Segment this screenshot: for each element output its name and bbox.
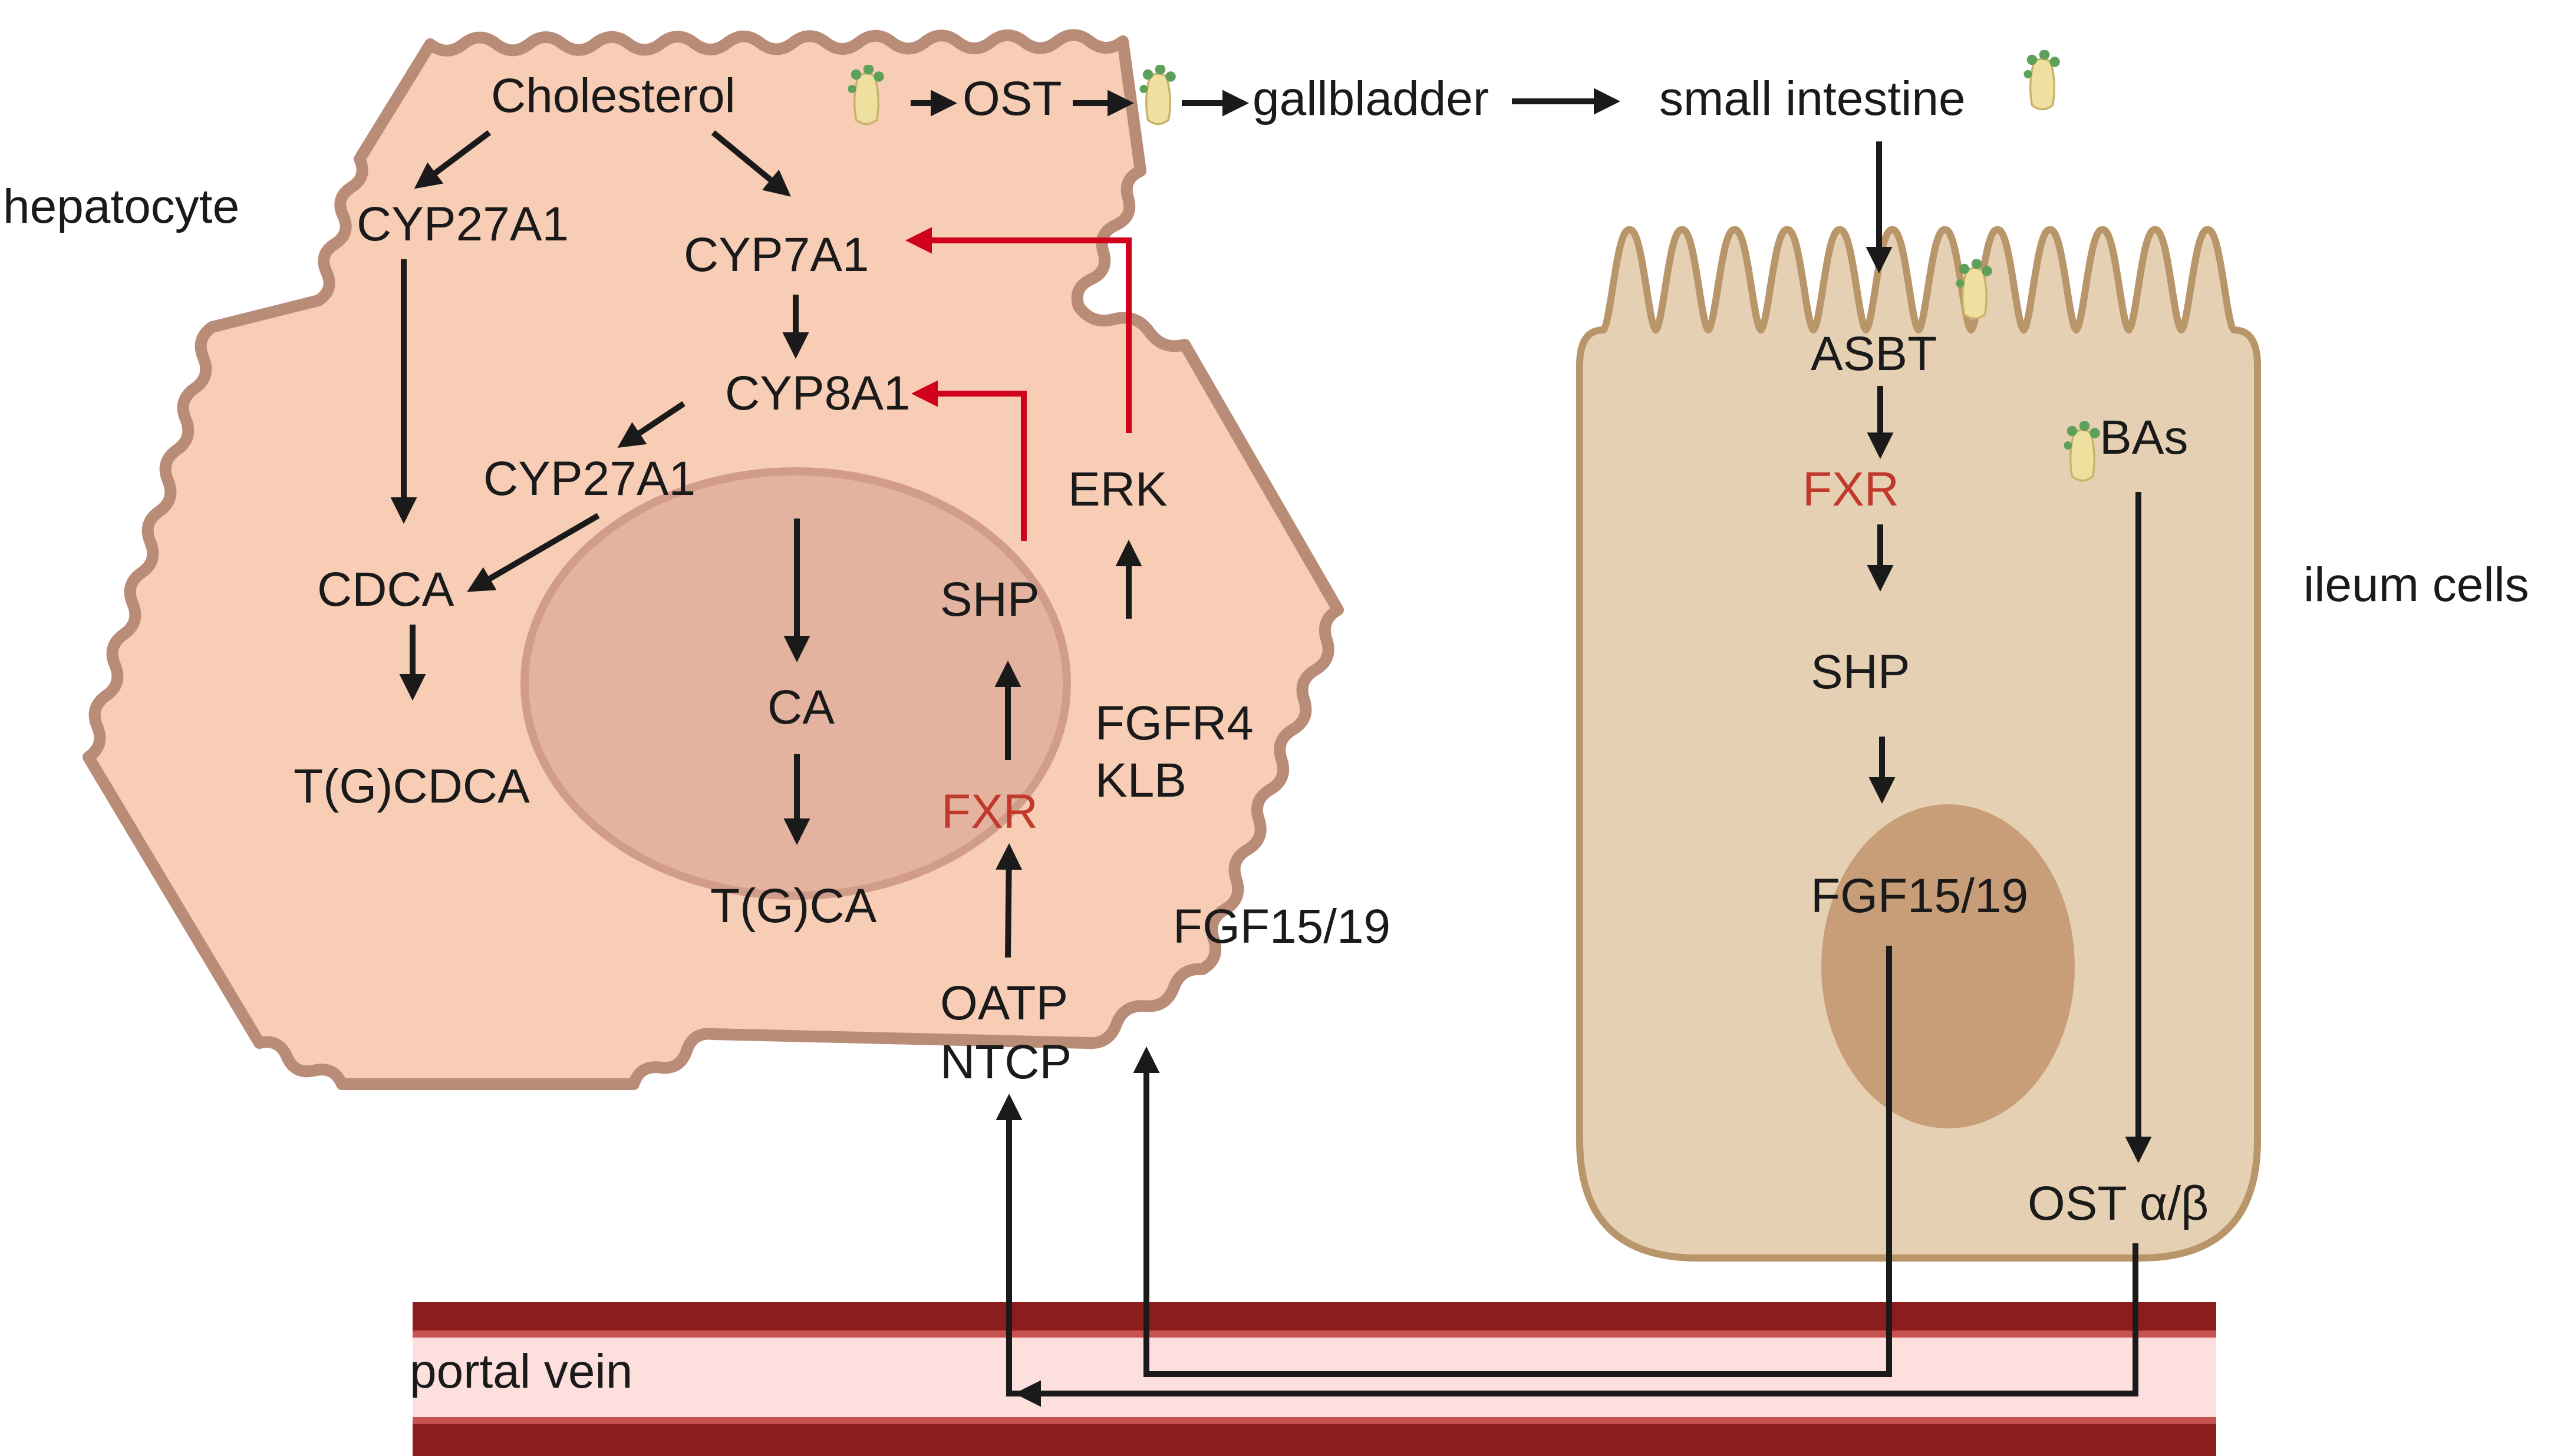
arrow-cholesterol-to-cyp27a1: [414, 130, 491, 189]
bas-label: BAs: [2100, 411, 2188, 464]
bile-acid-icon: [2022, 50, 2061, 111]
bile-acid-icon: [1138, 65, 1177, 126]
fgfr4-label: FGFR4: [1095, 696, 1254, 750]
arrow-ost-to-oatp: [996, 1094, 2138, 1396]
oatp-label: OATP: [940, 976, 1068, 1030]
labels: hepatocyte ileum cells portal vein Chole…: [3, 69, 2529, 1398]
tgcdca-label: T(G)CDCA: [294, 760, 530, 813]
hepatocyte-label: hepatocyte: [3, 180, 239, 233]
shp-ileum-label: SHP: [1811, 645, 1910, 699]
pathway-arrows: [390, 88, 2152, 1407]
fxr-ileum-label: FXR: [1802, 463, 1899, 516]
arrow-oatp-to-fxr: [996, 843, 1023, 958]
cdca-label: CDCA: [317, 563, 454, 616]
portal-vein-label: portal vein: [410, 1345, 632, 1398]
feedback-inhibition-arrows: [905, 227, 1132, 541]
erk-label: ERK: [1068, 463, 1168, 516]
cyp27a1-mid-label: CYP27A1: [483, 452, 696, 506]
arrow-cholesterol-to-cyp7a1: [711, 130, 791, 197]
arrow-erk-to-cyp7a1: [905, 227, 1132, 433]
cyp8a1-label: CYP8A1: [725, 367, 911, 420]
ileum-cell: [1576, 226, 2261, 1262]
ost-label: OST: [963, 72, 1062, 126]
arrow-shp-to-cyp8a1: [911, 380, 1027, 541]
klb-label: KLB: [1095, 754, 1186, 807]
ost-alpha-beta-label: OST α/β: [2028, 1177, 2209, 1230]
ileum-nucleus: [1821, 804, 2075, 1128]
arrow-fgf15-19-to-fgfr4: [1133, 946, 1892, 1377]
hepatocyte-nucleus: [520, 467, 1071, 900]
ileum-membrane: [1576, 226, 2261, 1262]
ileum-cells-label: ileum cells: [2303, 558, 2529, 612]
tgca-label: T(G)CA: [710, 879, 877, 933]
arrow-cyp27a1-to-cdca-2: [467, 513, 600, 592]
gallbladder-label: gallbladder: [1253, 72, 1489, 126]
cyp27a1-left-label: CYP27A1: [357, 197, 569, 251]
portal-vein: [413, 1302, 2216, 1456]
small-intestine-label: small intestine: [1659, 72, 1966, 126]
cholesterol-label: Cholesterol: [491, 69, 736, 123]
fgf15-19-hepatocyte-label: FGF15/19: [1173, 900, 1390, 953]
fgf15-19-ileum-label: FGF15/19: [1811, 869, 2028, 923]
shp-label: SHP: [940, 573, 1040, 626]
ca-label: CA: [767, 681, 835, 734]
ntcp-label: NTCP: [940, 1035, 1072, 1089]
asbt-label: ASBT: [1811, 327, 1937, 381]
cyp7a1-label: CYP7A1: [684, 228, 869, 282]
arrow-cyp8a1-to-cyp27a1: [617, 401, 685, 448]
fxr-label: FXR: [941, 785, 1038, 838]
